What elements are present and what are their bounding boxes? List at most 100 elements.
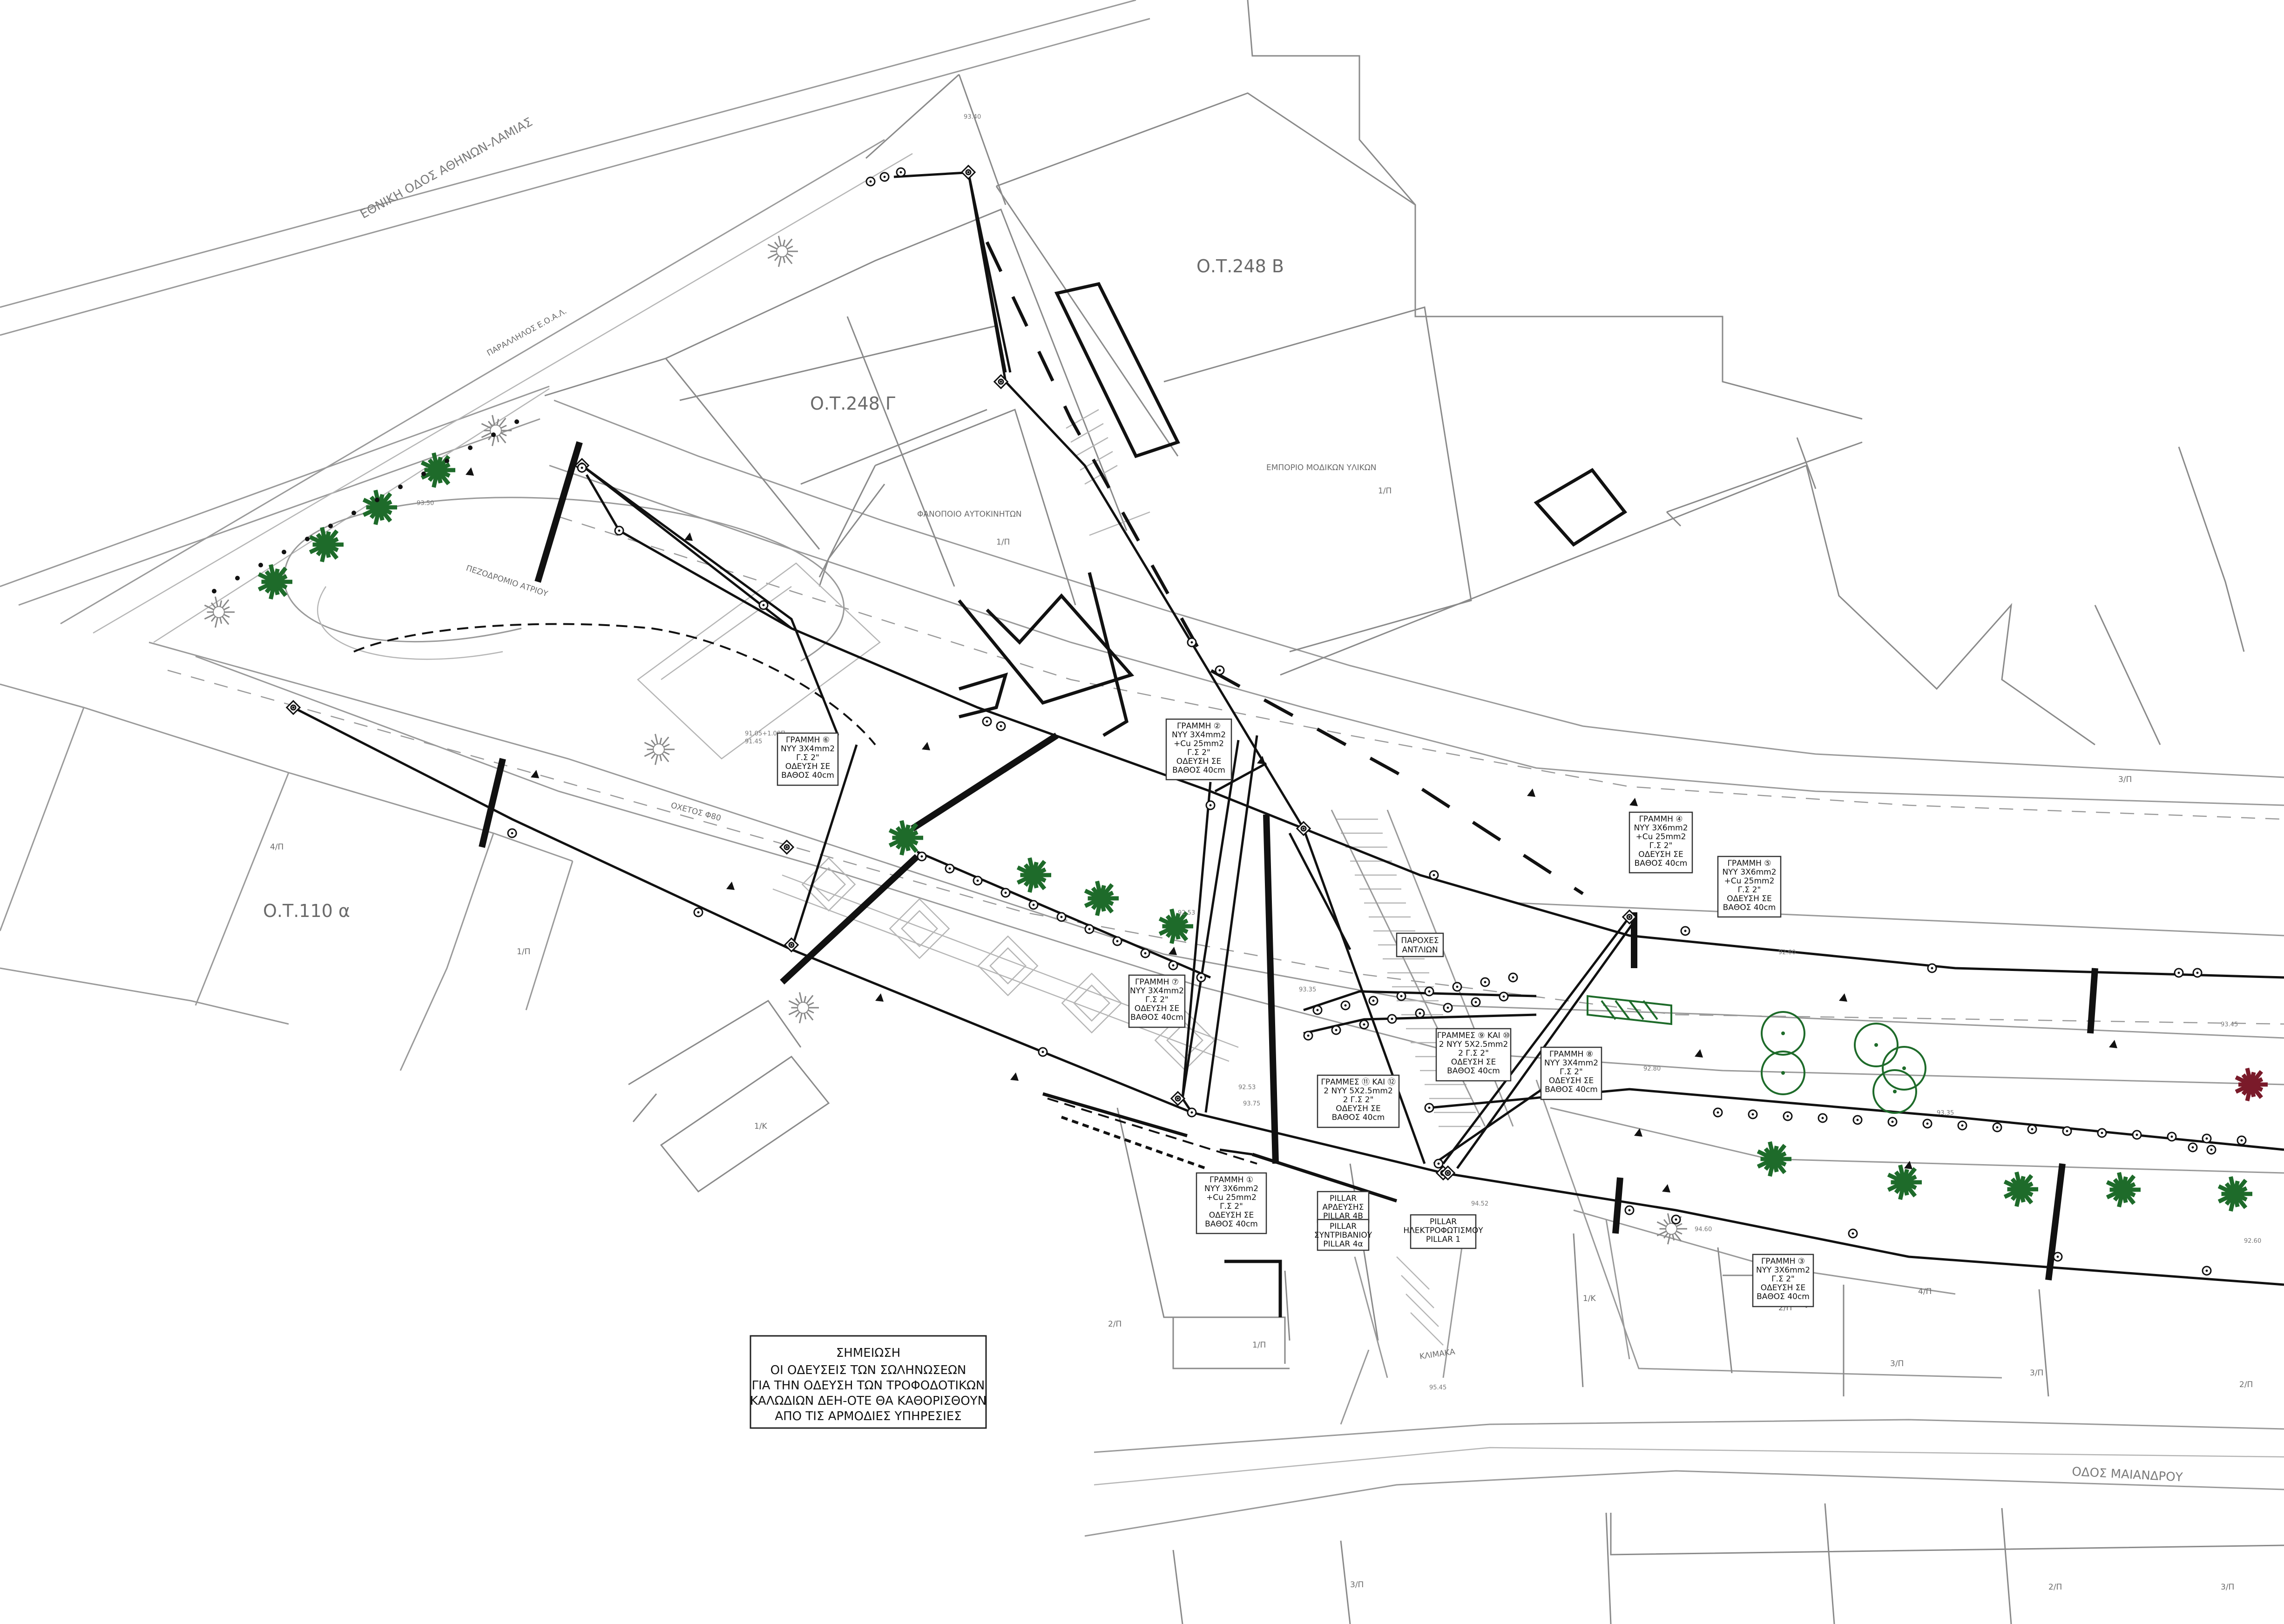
elevation-label: 95.45 — [1429, 1384, 1446, 1391]
floor-label: 3/Π — [1890, 1359, 1904, 1368]
light-pole-icon — [1359, 1019, 1369, 1030]
arrow-icon — [875, 993, 884, 1002]
curb-dot — [445, 458, 449, 463]
pillar-callout-line: ΣΥΝΤΡΙΒΑΝΙΟΥ — [1314, 1231, 1372, 1240]
pillar-callout-line: PILLAR 4Β — [1323, 1212, 1363, 1221]
cable-callout-line: ΟΔΕΥΣΗ ΣΕ — [1638, 850, 1683, 859]
light-pole-icon — [1368, 996, 1379, 1006]
light-pole-icon — [1480, 977, 1490, 987]
structures — [958, 282, 1628, 1317]
curb-dot — [282, 550, 286, 554]
light-pole-icon — [1140, 948, 1150, 958]
cable-callout-line: ΝΥΥ 3Χ4mm2 — [1130, 986, 1184, 996]
antenna-tag-line: ΠΑΡΟΧΕΣ — [1401, 936, 1439, 945]
cable-callout-line: Γ.Σ 2" — [1771, 1274, 1795, 1284]
road-crossings — [479, 441, 2098, 1280]
street-label-national-road: ΕΘΝΙΚΗ ΟΔΟΣ ΑΘΗΝΩΝ-ΛΑΜΙΑΣ — [358, 115, 535, 222]
light-pole-icon — [960, 164, 976, 180]
floor-label: 2/Π — [1108, 1320, 1122, 1329]
light-pole-icon — [879, 172, 890, 182]
cable-callout-line: ΓΡΑΜΜΕΣ ⑪ ΚΑΙ ⑫ — [1321, 1078, 1395, 1087]
light-pole-icon — [1387, 1014, 1397, 1024]
light-pole-icon — [577, 463, 587, 473]
elevation-label: 93.50 — [417, 500, 434, 507]
light-pole-icon — [945, 863, 955, 874]
elevation-label: 92.60 — [1778, 949, 1796, 956]
light-pole-icon — [784, 937, 799, 953]
tree-icon — [2003, 1171, 2038, 1207]
cable-callout-line: Γ.Σ 2" — [1560, 1067, 1583, 1077]
light-pole-icon — [1205, 800, 1216, 810]
elevation-label: 92.80 — [1643, 1065, 1661, 1072]
light-pole-icon — [1312, 1005, 1323, 1015]
light-pole-icon — [1748, 1109, 1758, 1119]
floor-label: 1/Π — [1252, 1341, 1266, 1350]
curb-dot — [421, 472, 426, 476]
curb-dot — [258, 563, 263, 567]
cable-callout-line: 2 Γ.Σ 2" — [1343, 1095, 1374, 1105]
floor-label: 1/Π — [517, 947, 530, 957]
light-pole-icon — [614, 526, 624, 536]
elevation-label: 92.60 — [2244, 1238, 2261, 1245]
cable-callout-line: Γ.Σ 2" — [1187, 748, 1210, 757]
light-pole-icon — [1508, 972, 1518, 983]
light-pole-icon — [1170, 1091, 1186, 1106]
cable-callout-line: ΒΑΘΟΣ 40cm — [1332, 1113, 1385, 1122]
elevation-label: 93.45 — [2221, 1021, 2238, 1028]
cable-callout-line: ΒΑΘΟΣ 40cm — [1205, 1220, 1258, 1229]
light-pole-icon — [1331, 1025, 1341, 1035]
tree-icon — [1656, 1213, 1687, 1245]
floor-label: 1/Κ — [1583, 1294, 1596, 1303]
light-pole-icon — [1452, 982, 1462, 992]
light-poles — [212, 164, 2247, 1276]
note-line: ΓΙΑ ΤΗΝ ΟΔΕΥΣΗ ΤΩΝ ΤΡΟΦΟΔΟΤΙΚΩΝ — [752, 1379, 985, 1393]
elevation-label: 93.75 — [1243, 1100, 1260, 1107]
light-pole-icon — [1957, 1120, 1967, 1131]
culvert-label: ΟΧΕΤΟΣ Φ80 — [670, 801, 722, 823]
floor-label: 3/Π — [2221, 1583, 2234, 1592]
pillar-callout-line: ΑΡΔΕΥΣΗΣ — [1323, 1203, 1364, 1212]
block-labels: Ο.Τ.248 Β Ο.Τ.248 Γ Ο.Τ.110 α — [263, 256, 1284, 921]
cable-callout-line: ΟΔΕΥΣΗ ΣΕ — [1135, 1004, 1180, 1013]
light-pole-icon — [1471, 997, 1481, 1007]
light-pole-icon — [1084, 924, 1095, 934]
service-dashed-line — [985, 241, 1584, 895]
light-pole-icon — [1056, 912, 1067, 922]
light-pole-icon — [693, 907, 703, 917]
floor-label: 2/Π — [2239, 1380, 2253, 1389]
light-pole-icon — [1038, 1047, 1048, 1057]
light-pole-icon — [507, 828, 517, 838]
light-pole-icon — [2097, 1128, 2107, 1138]
antenna-tag: ΠΑΡΟΧΕΣ ΑΝΤΛΙΩΝ — [1396, 932, 1444, 957]
cable-callout-line: ΒΑΘΟΣ 40cm — [1635, 859, 1688, 868]
curb-dot — [398, 485, 403, 489]
light-pole-icon — [1187, 1107, 1197, 1118]
curb-dot — [212, 589, 216, 593]
cable-callout-line: ΝΥΥ 3Χ6mm2 — [1634, 823, 1688, 833]
light-pole-icon — [2206, 1145, 2216, 1155]
arrow-icon — [1257, 756, 1265, 764]
light-pole-icon — [1000, 888, 1011, 898]
light-pole-icon — [1112, 936, 1122, 946]
floor-label: 3/Π — [2030, 1368, 2043, 1378]
light-pole-icon — [1168, 960, 1178, 970]
arrow-icon — [1662, 1184, 1670, 1193]
pillar-callout-line: PILLAR — [1330, 1194, 1357, 1203]
cable-callout-line: 2 ΝΥΥ 5Χ2.5mm2 — [1324, 1086, 1393, 1096]
elevation-label: 92.53 — [1178, 910, 1195, 916]
light-pole-icon — [1992, 1122, 2002, 1132]
note-line: ΟΙ ΟΔΕΥΣΕΙΣ ΤΩΝ ΣΩΛΗΝΩΣΕΩΝ — [770, 1363, 966, 1377]
cable-callout-line: ΓΡΑΜΜΗ ⑦ — [1135, 977, 1179, 987]
tree-icon — [767, 236, 798, 267]
elevation-label: 92.53 — [1238, 1084, 1256, 1091]
curb-dot — [468, 445, 473, 450]
light-pole-icon — [285, 700, 301, 715]
